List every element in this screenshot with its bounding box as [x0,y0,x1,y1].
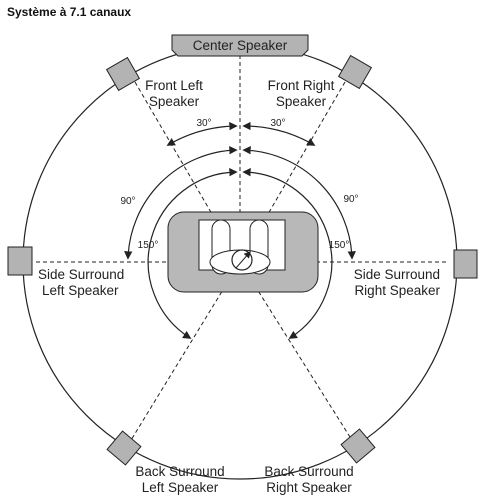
front-right-speaker [337,54,373,90]
svg-text:Right Speaker: Right Speaker [354,283,440,298]
back-left-arc [147,167,238,339]
side-right-label: Side Surround Right Speaker [354,267,441,298]
front-left-label: Front Left Speaker [145,78,203,109]
svg-text:Front Left: Front Left [145,78,203,93]
back-left-speaker [106,430,142,466]
back-right-speaker [340,428,376,464]
svg-text:Side Surround: Side Surround [354,267,440,282]
svg-text:Front Right: Front Right [268,78,335,93]
front-left-speaker [105,56,141,92]
svg-text:Left Speaker: Left Speaker [42,283,119,298]
back-right-label: Back Surround Right Speaker [264,464,353,495]
angle-side-left: 90° [120,196,135,207]
center-speaker: Center Speaker [171,34,309,57]
side-left-speaker [7,246,33,276]
listener-sofa [167,211,319,293]
svg-text:Left Speaker: Left Speaker [142,480,219,495]
front-right-label: Front Right Speaker [268,78,335,109]
center-speaker-label: Center Speaker [193,38,288,53]
front-left-arc [166,121,238,146]
svg-text:Speaker: Speaker [276,94,327,109]
angle-back-right: 150° [329,240,350,251]
svg-text:Right Speaker: Right Speaker [266,480,352,495]
side-left-label: Side Surround Left Speaker [38,267,124,298]
svg-text:Back Surround: Back Surround [264,464,353,479]
back-left-label: Back Surround Left Speaker [135,464,224,495]
diagram-title: Système à 7.1 canaux [7,5,131,19]
back-right-arc [242,167,333,339]
angle-front-left: 30° [196,118,211,129]
angle-side-right: 90° [343,194,358,205]
svg-text:Side Surround: Side Surround [38,267,124,282]
svg-text:Back Surround: Back Surround [135,464,224,479]
angle-front-right: 30° [270,118,285,129]
side-right-arc [242,146,356,260]
svg-text:Speaker: Speaker [149,94,200,109]
side-left-arc [124,146,238,260]
angle-arcs [124,121,356,339]
front-right-arc [242,121,316,146]
side-right-speaker [453,249,478,279]
angle-back-left: 150° [138,240,159,251]
